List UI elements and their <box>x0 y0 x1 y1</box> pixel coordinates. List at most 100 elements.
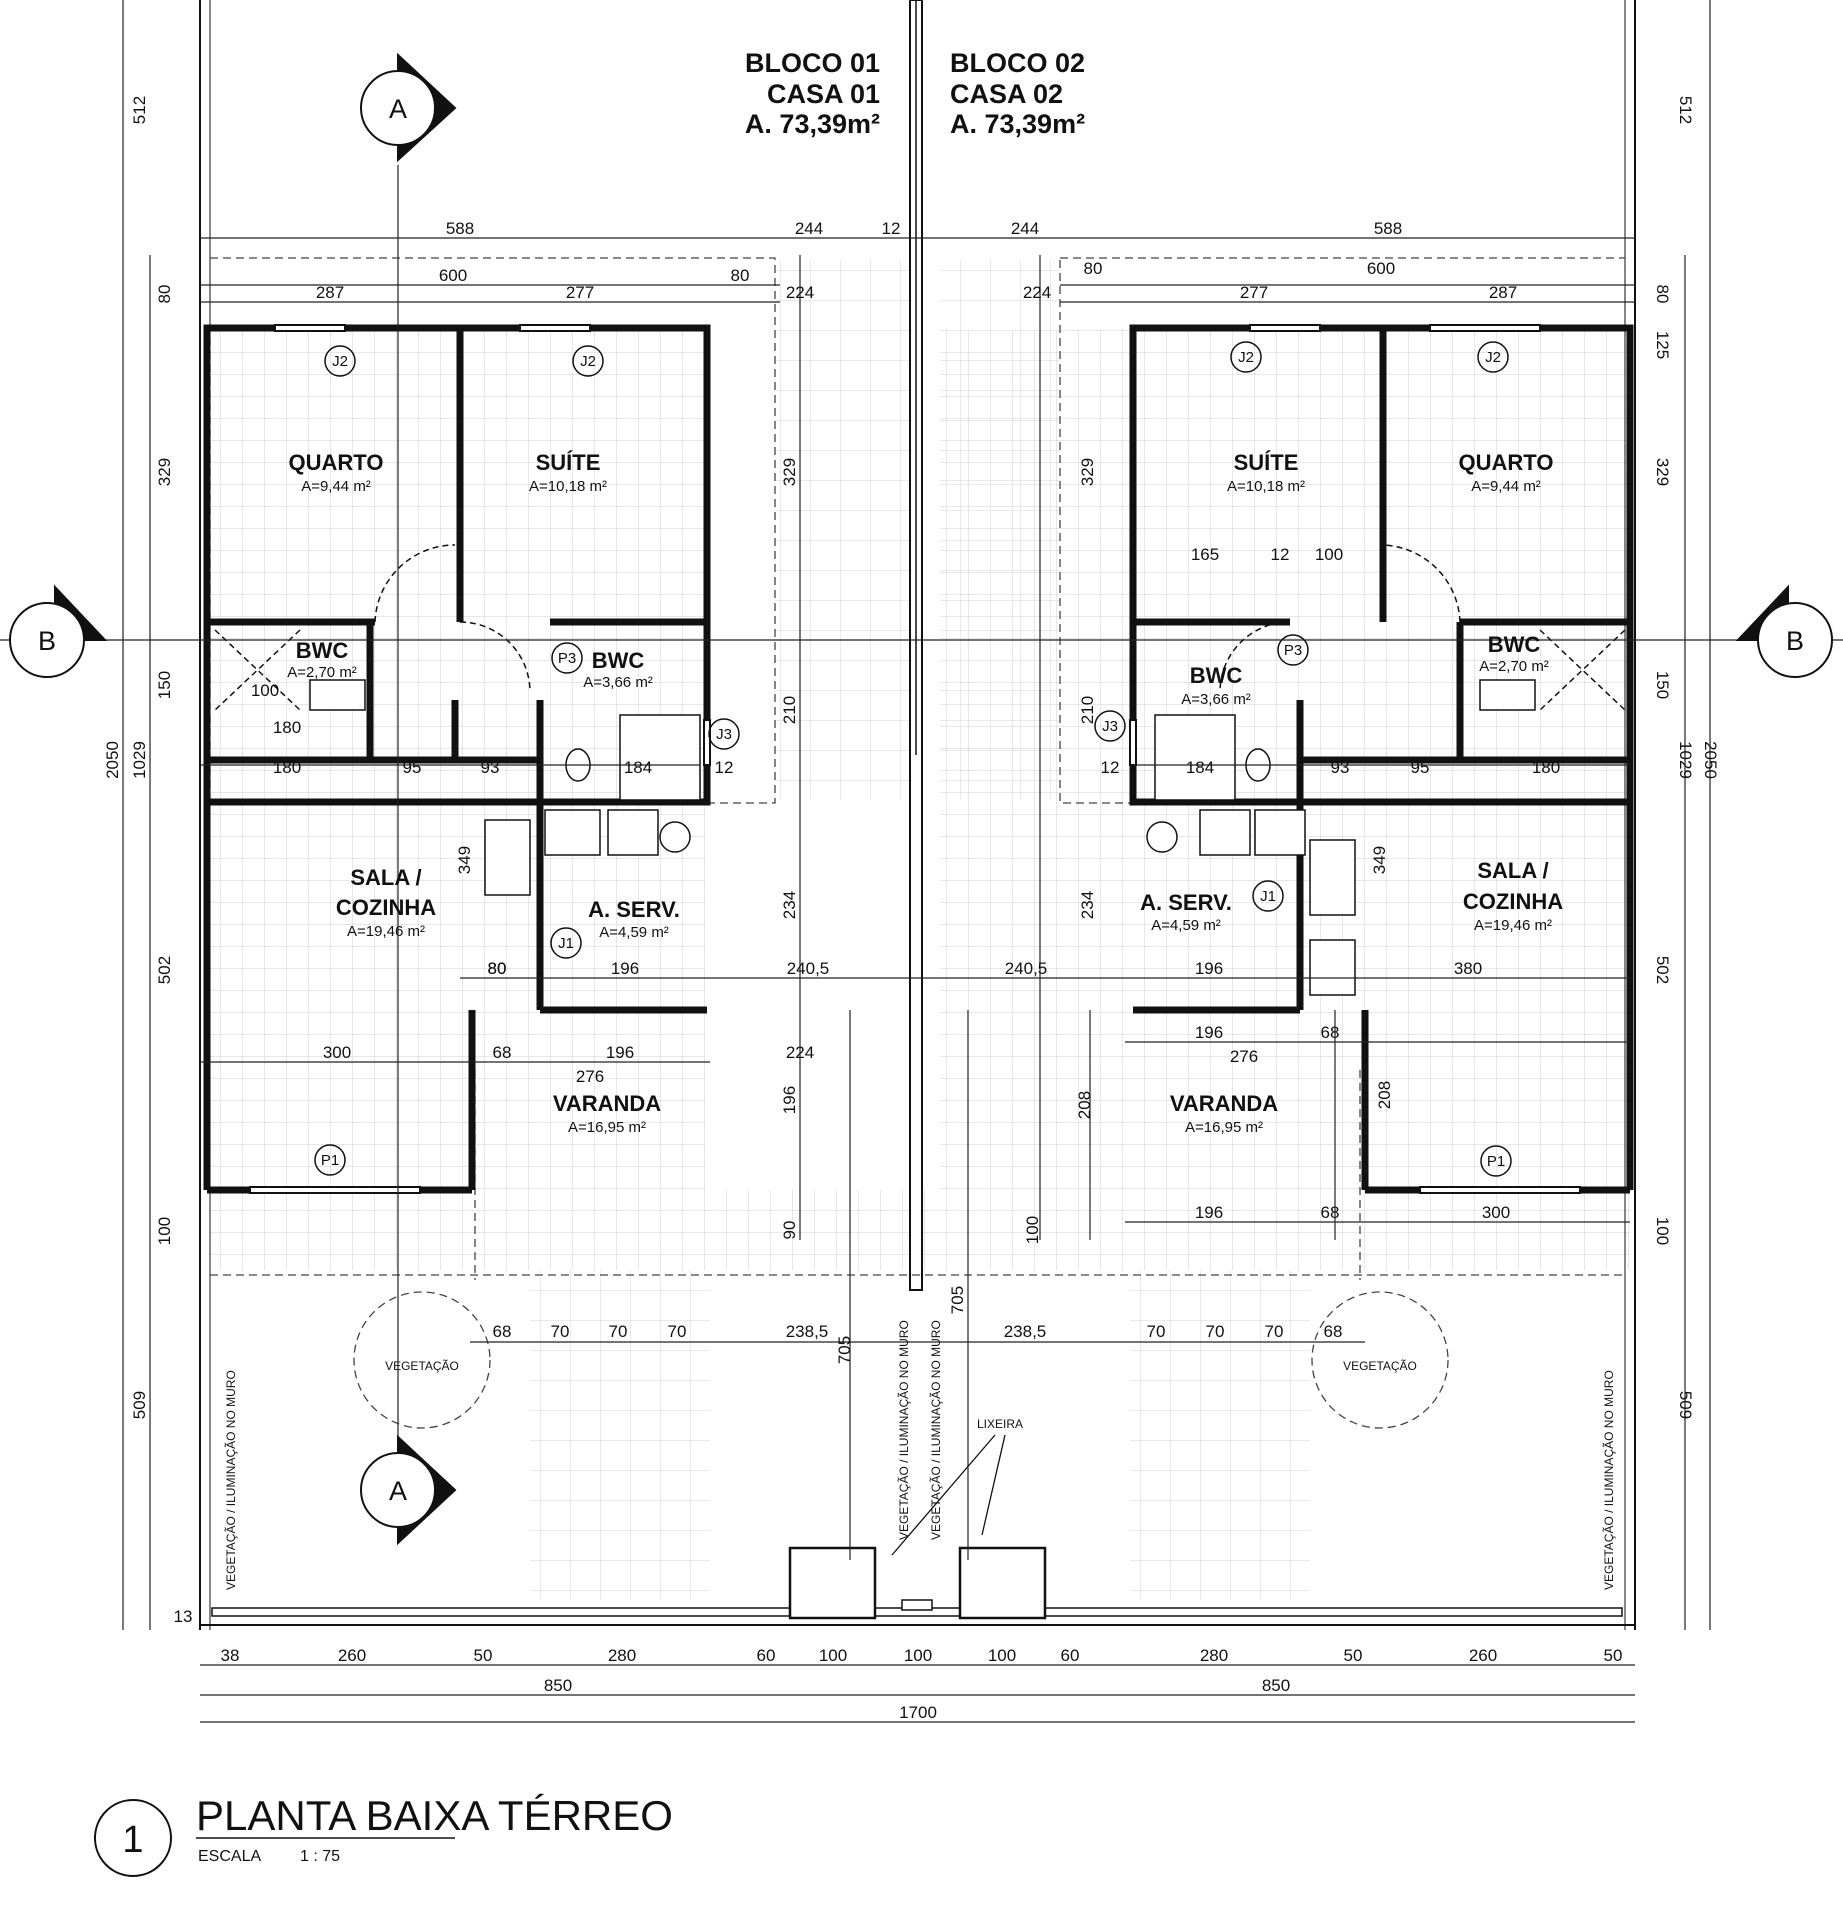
dim-label: 224 <box>1023 283 1051 302</box>
dim-label: 12 <box>1101 758 1120 777</box>
scale-value: 1 : 75 <box>300 1848 340 1865</box>
tag-label: J2 <box>332 353 348 370</box>
vegetacao-label-right: VEGETAÇÃO <box>1343 1359 1417 1373</box>
dim-label: 70 <box>1265 1322 1284 1341</box>
dim-label: 588 <box>446 219 474 238</box>
dim-label: 234 <box>780 891 799 919</box>
lot-boundary <box>199 0 1636 1630</box>
dim-label: 509 <box>1676 1391 1695 1419</box>
dim-label: 12 <box>715 758 734 777</box>
dim-label: 125 <box>1653 331 1672 359</box>
dim-label: 70 <box>668 1322 687 1341</box>
dim-label: 208 <box>1375 1081 1394 1109</box>
dim-label: 80 <box>1084 259 1103 278</box>
room-area: A=16,95 m² <box>1185 1119 1263 1136</box>
dim-label: 80 <box>1653 285 1672 304</box>
block-headers: BLOCO 01 CASA 01 A. 73,39m² BLOCO 02 CAS… <box>745 48 1085 139</box>
dim-label: 100 <box>1023 1216 1042 1244</box>
drawing-title: PLANTA BAIXA TÉRREO <box>196 1792 673 1839</box>
dim-label: 70 <box>1206 1322 1225 1341</box>
drawing-number: 1 <box>122 1819 143 1861</box>
dim-label: 234 <box>1078 891 1097 919</box>
dim-label: 238,5 <box>1004 1322 1047 1341</box>
dim-label: 100 <box>904 1646 932 1665</box>
room-area: A=9,44 m² <box>1471 478 1541 495</box>
dim-label: 238,5 <box>786 1322 829 1341</box>
dim-label: 50 <box>474 1646 493 1665</box>
dim-label: 210 <box>1078 696 1097 724</box>
dim-label: 196 <box>780 1086 799 1114</box>
dim-label: 196 <box>1195 1203 1223 1222</box>
room-name: BWC <box>592 648 645 673</box>
dim-label: 196 <box>611 959 639 978</box>
dim-label: 224 <box>786 1043 814 1062</box>
dim-label: 68 <box>1321 1203 1340 1222</box>
tag-label: J3 <box>716 726 732 743</box>
dim-label: 12 <box>1271 545 1290 564</box>
tag-label: P3 <box>558 650 576 667</box>
tag-label: J2 <box>1485 349 1501 366</box>
dim-label: 100 <box>819 1646 847 1665</box>
tag-label: J2 <box>1238 349 1254 366</box>
annotations: VEGETAÇÃO VEGETAÇÃO LIXEIRA VEGETAÇÃO / … <box>224 1320 1616 1590</box>
room-name: VARANDA <box>553 1091 661 1116</box>
dim-label: 276 <box>1230 1047 1258 1066</box>
tag-label: P1 <box>1487 1153 1505 1170</box>
dim-label: 180 <box>1532 758 1560 777</box>
dimension-lines <box>0 0 1843 1723</box>
casa-02-label: CASA 02 <box>950 79 1063 109</box>
dim-label: 12 <box>882 219 901 238</box>
door-swings <box>214 544 1626 711</box>
dim-label: 1029 <box>1676 741 1695 779</box>
muro-label-4: VEGETAÇÃO / ILUMINAÇÃO NO MURO <box>1602 1370 1616 1590</box>
dim-label: 184 <box>624 758 652 777</box>
casa-01-area: A. 73,39m² <box>745 109 880 139</box>
room-area: A=9,44 m² <box>301 478 371 495</box>
dim-label: 329 <box>155 458 174 486</box>
section-a-top-label: A <box>389 94 407 124</box>
dim-label: 329 <box>1653 458 1672 486</box>
dim-label: 380 <box>1454 959 1482 978</box>
dim-label: 100 <box>988 1646 1016 1665</box>
dim-label: 150 <box>1653 671 1672 699</box>
dim-label: 512 <box>130 96 149 124</box>
dim-label: 502 <box>155 956 174 984</box>
dim-label: 50 <box>1344 1646 1363 1665</box>
dim-label: 38 <box>221 1646 240 1665</box>
room-name: COZINHA <box>1463 889 1563 914</box>
section-a-bottom-label: A <box>389 1476 407 1506</box>
dim-label: 80 <box>488 959 507 978</box>
room-area: A=10,18 m² <box>529 478 607 495</box>
lixeira-label: LIXEIRA <box>977 1417 1023 1431</box>
dim-label: 70 <box>609 1322 628 1341</box>
dim-label: 93 <box>1331 758 1350 777</box>
dim-label: 2050 <box>1701 741 1720 779</box>
casa-01-label: CASA 01 <box>767 79 880 109</box>
dim-label: 509 <box>130 1391 149 1419</box>
dim-label: 80 <box>488 959 507 978</box>
dim-label: 512 <box>1676 96 1695 124</box>
dim-label: 95 <box>1411 758 1430 777</box>
dim-label: 588 <box>1374 219 1402 238</box>
room-area: A=2,70 m² <box>1479 658 1549 675</box>
room-name: BWC <box>1488 632 1541 657</box>
room-area: A=3,66 m² <box>1181 691 1251 708</box>
dim-label: 150 <box>155 671 174 699</box>
room-area: A=10,18 m² <box>1227 478 1305 495</box>
room-name: VARANDA <box>1170 1091 1278 1116</box>
room-name: SALA / <box>350 865 421 890</box>
element-tags <box>314 341 1512 1177</box>
room-area: A=4,59 m² <box>599 924 669 941</box>
dim-label: 196 <box>1195 959 1223 978</box>
dim-label: 280 <box>608 1646 636 1665</box>
dim-label: 100 <box>251 681 279 700</box>
room-name: BWC <box>296 638 349 663</box>
dim-label: 68 <box>1321 1023 1340 1042</box>
tag-label: P3 <box>1284 642 1302 659</box>
dim-label: 68 <box>493 1043 512 1062</box>
dim-label: 165 <box>1191 545 1219 564</box>
dim-label: 502 <box>1653 956 1672 984</box>
bloco-01-label: BLOCO 01 <box>745 48 880 78</box>
dim-label: 850 <box>1262 1676 1290 1695</box>
